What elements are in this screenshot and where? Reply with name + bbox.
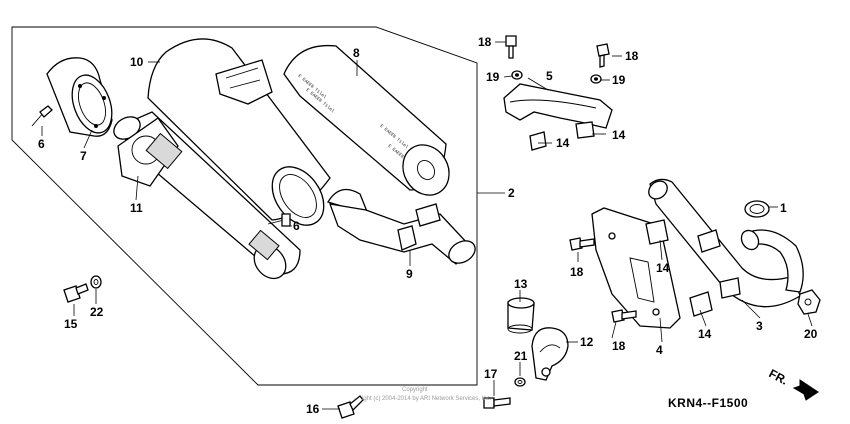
part-heat-protector [503, 83, 613, 151]
part-bolt-15 [63, 283, 89, 303]
callout-18d: 18 [612, 339, 626, 353]
callout-18a: 18 [478, 35, 492, 49]
assembly-frame [11, 26, 478, 386]
diagram-code: KRN4--F1500 [668, 396, 748, 410]
part-heat-plate [591, 207, 713, 329]
callout-13: 13 [514, 277, 528, 291]
part-bolt-18-upper-right [596, 43, 610, 68]
part-band-clamp [531, 327, 569, 381]
callout-2: 2 [508, 186, 515, 200]
callout-18c: 18 [570, 265, 584, 279]
callout-12: 12 [580, 335, 594, 349]
part-collar [507, 297, 535, 334]
direction-label: FR. [767, 366, 791, 387]
part-gasket [744, 200, 770, 218]
callout-10: 10 [130, 55, 144, 69]
callout-14a: 14 [556, 136, 570, 150]
part-bolt-18-lower-top [569, 237, 595, 251]
part-bolt-18-upper-left [505, 35, 517, 59]
part-nut [797, 289, 821, 315]
callout-8: 8 [353, 46, 360, 60]
part-bolt-16 [337, 395, 364, 419]
callout-17: 17 [484, 367, 498, 381]
callout-18b: 18 [625, 49, 639, 63]
copyright-line-2: ight (c) 2004-2014 by ARI Network Servic… [362, 396, 492, 402]
callout-15: 15 [64, 317, 78, 331]
callout-11: 11 [130, 201, 143, 215]
callout-14c: 14 [656, 261, 670, 275]
callout-6b: 6 [293, 219, 300, 233]
part-joint-pipe [327, 188, 476, 265]
callout-16: 16 [306, 402, 320, 416]
callout-22: 22 [90, 305, 104, 319]
perforation-band [145, 132, 280, 261]
leader-lines [41, 41, 813, 410]
callout-19a: 19 [486, 70, 500, 84]
callout-6a: 6 [38, 137, 45, 151]
callout-14d: 14 [698, 327, 712, 341]
callout-19b: 19 [612, 73, 626, 87]
part-washer-22 [90, 275, 102, 289]
part-tailpipe [113, 111, 301, 280]
part-exhaust-pipe [648, 178, 804, 308]
part-rivet-left [31, 105, 53, 127]
part-washer-21 [514, 377, 526, 387]
callout-1: 1 [780, 201, 787, 215]
callouts: 1 2 3 4 5 6 6 7 8 9 10 11 12 13 14 14 14… [38, 35, 818, 416]
callout-9: 9 [406, 267, 413, 281]
part-bolt-18-lower-bottom [611, 309, 637, 323]
callout-3: 3 [756, 319, 763, 333]
callout-20: 20 [804, 327, 818, 341]
callout-7: 7 [80, 149, 87, 163]
part-muffler-shell [147, 38, 331, 226]
callout-4: 4 [656, 343, 663, 357]
part-bolt-17 [483, 397, 511, 409]
forward-arrow-icon [792, 379, 819, 401]
copyright-line-1: Copyright [402, 387, 428, 393]
part-end-cap [46, 57, 113, 137]
callout-5: 5 [546, 69, 553, 83]
callout-21: 21 [514, 349, 528, 363]
callout-14b: 14 [612, 128, 626, 142]
part-muffler-packing: E EAEE8 Tilel E EAEE8 Tilel E EAEE8 Tile… [283, 44, 450, 196]
